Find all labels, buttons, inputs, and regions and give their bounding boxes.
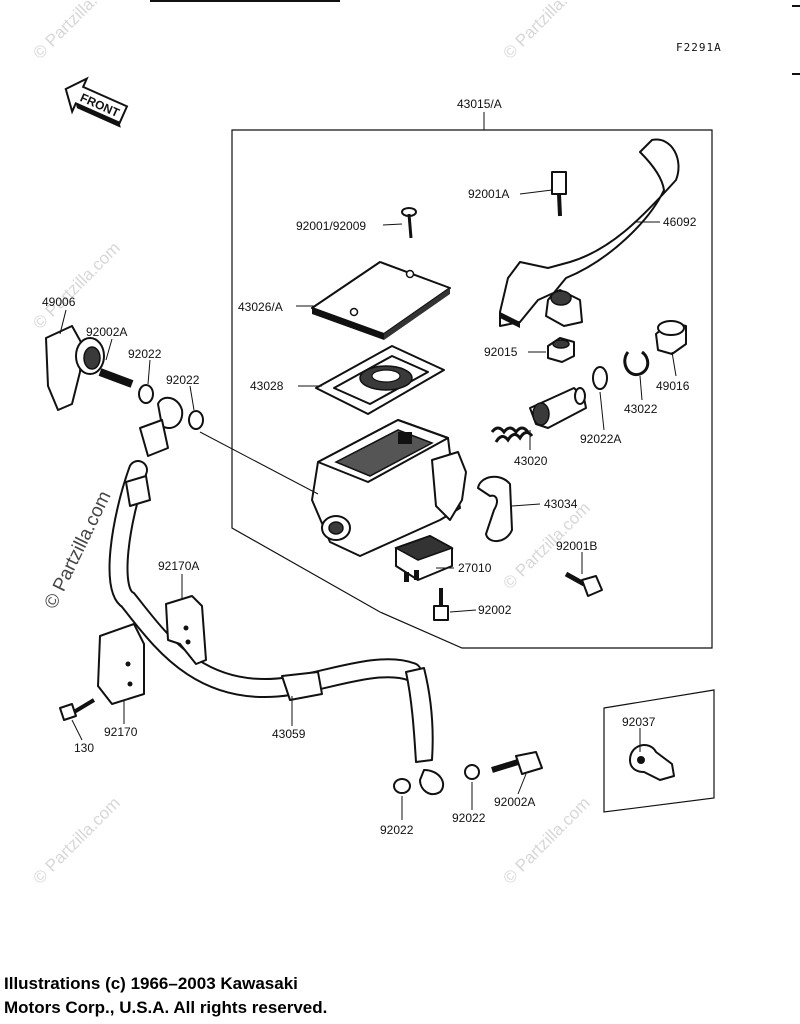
front-arrow-icon: FRONT	[64, 76, 129, 128]
switch-screw	[433, 588, 449, 621]
dust-boot	[655, 320, 687, 355]
part-label: 92022	[452, 811, 486, 825]
copyright-line: Illustrations (c) 1966–2003 Kawasaki	[4, 974, 298, 993]
part-label: 92022	[128, 347, 162, 361]
watermarks: © Partzilla.com © Partzilla.com © Partzi…	[29, 0, 593, 888]
hose-clamp	[165, 595, 207, 665]
part-label: 43022	[624, 402, 658, 416]
watermark-text: © Partzilla.com	[29, 793, 123, 887]
leader-lines	[59, 189, 677, 820]
circlip	[623, 350, 650, 377]
bolt	[59, 698, 96, 721]
part-label: 43028	[250, 379, 284, 393]
part-label: 130	[74, 741, 94, 755]
watermark-text: © Partzilla.com	[41, 488, 116, 612]
part-label: 92001/92009	[296, 219, 366, 233]
diaphragm	[315, 345, 445, 415]
diagram-code: F2291A	[676, 41, 722, 54]
part-label: 43020	[514, 454, 548, 468]
hose-guide	[629, 744, 675, 781]
part-label: 92001B	[556, 539, 597, 553]
part-label: 46092	[663, 215, 697, 229]
handlebar-clamp	[477, 475, 513, 542]
part-label: 92015	[484, 345, 518, 359]
watermark-text: © Partzilla.com	[29, 0, 123, 63]
pivot-bolt	[551, 171, 567, 217]
reservoir-cap	[311, 261, 451, 340]
part-label: 27010	[458, 561, 492, 575]
clamp-bolt	[564, 571, 603, 597]
part-labels: 43015/A 92001A 92001/92009 46092 43026/A…	[42, 97, 697, 837]
part-label: 92037	[622, 715, 656, 729]
part-label: 92001A	[468, 187, 509, 201]
part-label: 43034	[544, 497, 578, 511]
assembly-outline	[231, 129, 713, 649]
hose-clamp	[97, 623, 145, 705]
part-label: 92022A	[580, 432, 621, 446]
lever-nut	[547, 337, 575, 363]
part-label: 92002	[478, 603, 512, 617]
copyright-line: Motors Corp., U.S.A. All rights reserved…	[4, 998, 328, 1017]
part-label: 92022	[380, 823, 414, 837]
part-label: 92170A	[158, 559, 199, 573]
washer	[592, 366, 608, 390]
part-label: 92002A	[494, 795, 535, 809]
part-label: 92170	[104, 725, 138, 739]
brake-hose	[108, 460, 543, 796]
cap-screw	[401, 207, 417, 239]
copyright-notice: Illustrations (c) 1966–2003 Kawasaki Mot…	[4, 972, 424, 1020]
upper-banjo	[45, 325, 204, 457]
part-label: 92022	[166, 373, 200, 387]
piston-assembly	[490, 387, 587, 443]
part-label: 43015/A	[457, 97, 502, 111]
master-cylinder-body	[311, 419, 467, 557]
part-label: 43059	[272, 727, 306, 741]
watermark-text: © Partzilla.com	[499, 0, 593, 63]
part-label: 49016	[656, 379, 690, 393]
watermark-text: © Partzilla.com	[29, 238, 123, 332]
detail-box	[603, 689, 715, 813]
part-label: 49006	[42, 295, 76, 309]
brake-lever	[499, 138, 680, 328]
part-label: 92002A	[86, 325, 127, 339]
part-label: 43026/A	[238, 300, 283, 314]
brake-switch	[394, 535, 454, 582]
